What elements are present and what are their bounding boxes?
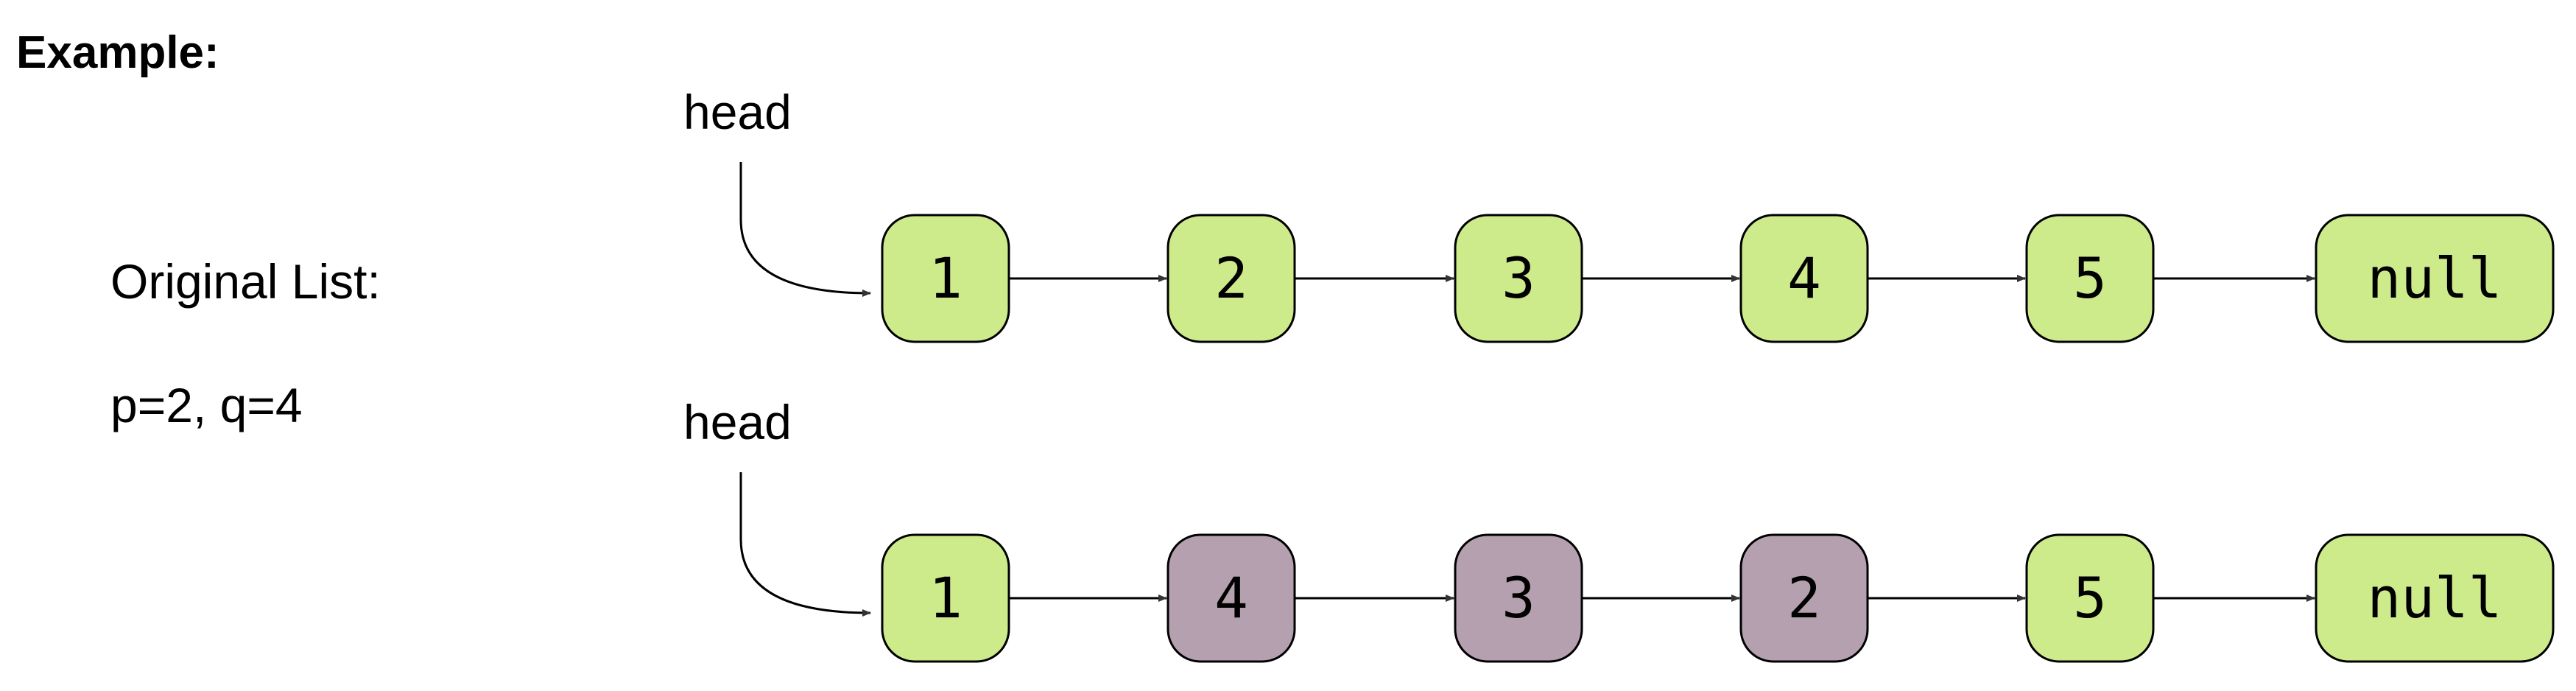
list-row-1: head 1 2 3 4 5 null (683, 85, 2555, 343)
node-value: 2 (1787, 565, 1821, 631)
list-node: 3 (1454, 214, 1583, 343)
list-row-2: head 1 4 3 2 5 null (683, 395, 2555, 663)
list-node: 1 (881, 533, 1010, 663)
node-value: 5 (2073, 565, 2107, 631)
params-label: p=2, q=4 (110, 378, 303, 432)
head-pointer-arrow (739, 472, 871, 617)
example-title: Example: (16, 27, 219, 78)
head-label: head (683, 395, 792, 449)
node-value: 5 (2073, 245, 2107, 311)
node-value: 3 (1502, 565, 1535, 631)
list-node: 3 (1454, 533, 1583, 663)
node-value: null (2367, 565, 2502, 631)
list-node: 1 (881, 214, 1010, 343)
node-value: 1 (929, 565, 963, 631)
node-value: 2 (1214, 245, 1248, 311)
list-node: 2 (1166, 214, 1296, 343)
node-value: 4 (1787, 245, 1821, 311)
node-box (2315, 533, 2555, 663)
list-node: 5 (2025, 533, 2155, 663)
node-value: 1 (929, 245, 963, 311)
list-node: 4 (1166, 533, 1296, 663)
node-value: 4 (1214, 565, 1248, 631)
head-label: head (683, 85, 792, 139)
node-box (2315, 214, 2555, 343)
head-pointer-arrow (739, 162, 871, 297)
null-node: null (2315, 214, 2555, 343)
list-node: 5 (2025, 214, 2155, 343)
node-value: 3 (1502, 245, 1535, 311)
list-node: 4 (1739, 214, 1869, 343)
list-node: 2 (1739, 533, 1869, 663)
original-list-label: Original List: (110, 254, 381, 309)
null-node: null (2315, 533, 2555, 663)
node-value: null (2367, 245, 2502, 311)
